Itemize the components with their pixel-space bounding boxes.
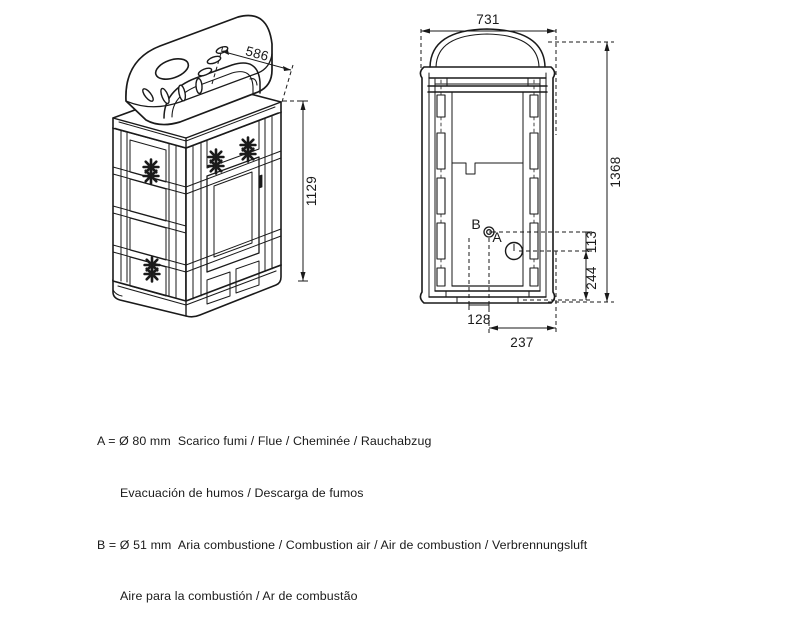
drawing-sheet: 586 1129: [97, 12, 623, 603]
dimension-label-128: 128: [467, 312, 490, 327]
dimension-label-586: 586: [244, 43, 271, 64]
legend-line-a-2: Evacuación de humos / Descarga de fumos: [120, 486, 364, 501]
dimension-128: [468, 238, 490, 333]
dimension-label-731: 731: [476, 12, 499, 27]
dimension-label-237: 237: [510, 335, 533, 350]
dimension-label-1368: 1368: [608, 156, 623, 187]
marker-a-label: A: [492, 229, 502, 245]
legend-line-b-1: B = Ø 51 mm Aria combustione / Combustio…: [97, 537, 588, 552]
technical-drawing-canvas: 586 1129: [112, 12, 623, 350]
dimension-237: [489, 251, 557, 333]
dimension-731: [420, 28, 557, 135]
legend-line-a-1: A = Ø 80 mm Scarico fumi / Flue / Chemin…: [97, 434, 432, 449]
iso-body-left-face: [112, 127, 187, 302]
dimension-1368: [548, 41, 614, 303]
dimension-label-1129: 1129: [304, 176, 319, 206]
legend-line-b-2: Aire para la combustión / Ar de combustã…: [120, 589, 358, 604]
rear-elevation-view: [419, 28, 556, 304]
dimension-1129: [283, 100, 310, 282]
iso-rosette-band-lower: [143, 256, 161, 283]
dimension-244: [523, 251, 592, 301]
iso-dome-lid: [125, 14, 273, 126]
dimension-label-244: 244: [584, 266, 599, 290]
dimension-586: [211, 45, 294, 103]
isometric-view: [112, 14, 282, 318]
marker-b-label: B: [471, 216, 480, 232]
iso-body-right-face: [185, 111, 282, 305]
marker-b-air-inlet: [483, 226, 495, 238]
dimension-label-113: 113: [584, 231, 599, 253]
legend-block: A = Ø 80 mm Scarico fumi / Flue / Chemin…: [97, 399, 737, 640]
